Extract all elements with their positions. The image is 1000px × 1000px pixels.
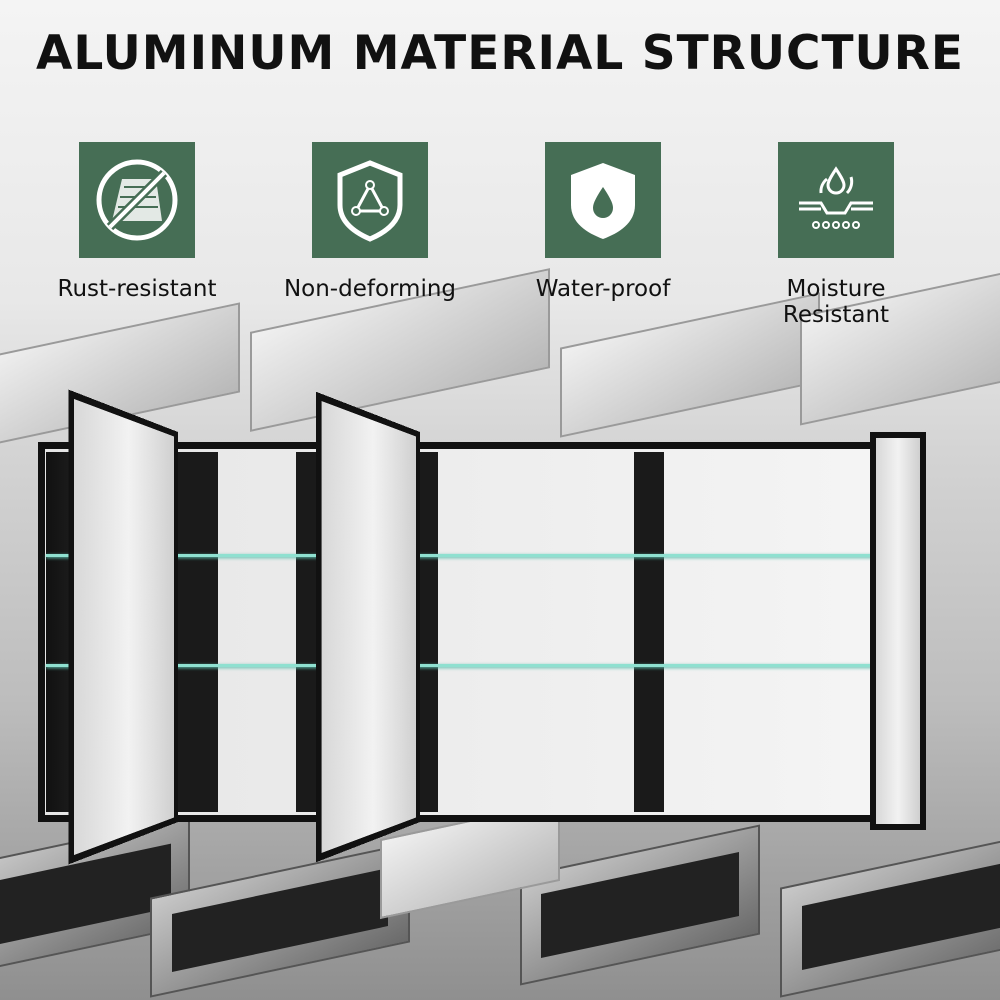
feature-label: Moisture Resistant: [782, 276, 890, 328]
feature-water-proof: Water-proof: [503, 142, 703, 302]
mirror-door-right[interactable]: [870, 432, 926, 830]
feature-label: Rust-resistant: [57, 276, 217, 302]
feature-non-deforming: Non-deforming: [270, 142, 470, 302]
medicine-cabinet: [38, 389, 926, 865]
moisture-icon: [778, 142, 894, 258]
mirror-door-middle[interactable]: [316, 391, 420, 863]
mirror-door-left[interactable]: [68, 389, 178, 865]
glass-shelf: [46, 664, 916, 667]
shield-triangle-icon: [312, 142, 428, 258]
glass-shelf: [46, 554, 916, 557]
feature-label: Non-deforming: [283, 276, 457, 302]
feature-label: Water-proof: [535, 276, 671, 302]
page-title: ALUMINUM MATERIAL STRUCTURE: [35, 26, 964, 81]
no-rust-icon: [79, 142, 195, 258]
feature-rust-resistant: Rust-resistant: [37, 142, 237, 302]
feature-moisture-resistant: Moisture Resistant: [736, 142, 936, 328]
shield-drop-icon: [545, 142, 661, 258]
